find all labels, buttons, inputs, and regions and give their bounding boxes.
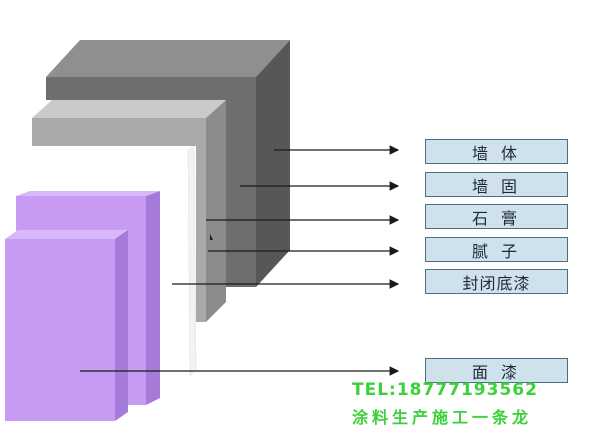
label-sealing-primer: 封闭底漆	[425, 269, 568, 294]
sealing-primer-top	[16, 191, 160, 196]
wall-body-block	[46, 40, 290, 287]
wall-body-front	[46, 77, 256, 287]
wall-solid-top	[32, 100, 226, 118]
wall-solid-front	[32, 118, 206, 322]
topcoat-side	[115, 230, 128, 421]
label-wall-solid: 墙 固	[425, 172, 568, 197]
sealing-primer-side	[146, 191, 160, 405]
topcoat-panel	[5, 230, 128, 421]
topcoat-front	[5, 239, 115, 421]
gypsum-sheet	[187, 145, 197, 377]
wall-solid-block	[32, 100, 226, 322]
label-topcoat: 面 漆	[425, 358, 568, 383]
watermark-tel: TEL:18777193562	[352, 380, 538, 400]
label-gypsum: 石 膏	[425, 204, 568, 229]
watermark-slogan: 涂料生产施工一条龙	[352, 408, 533, 427]
label-wall-body: 墙 体	[425, 139, 568, 164]
wall-solid-side	[206, 100, 226, 322]
topcoat-top	[5, 230, 128, 239]
label-putty: 腻 子	[425, 237, 568, 262]
wall-body-top	[46, 40, 290, 77]
small-pointer	[210, 234, 213, 240]
wall-body-side	[256, 40, 290, 287]
leader-arrows	[80, 145, 400, 376]
